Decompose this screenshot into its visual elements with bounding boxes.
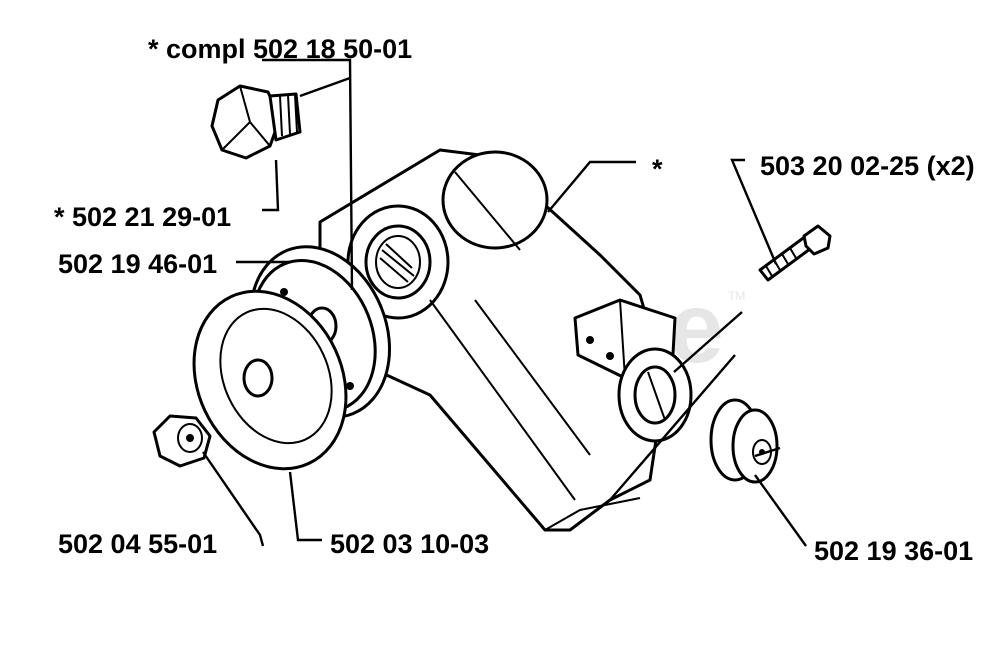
screw [758,224,832,282]
label-screws: 503 20 02-25 (x2) [760,151,975,181]
label-plug: * 502 21 29-01 [54,202,231,232]
label-flange: 502 19 46-01 [58,249,217,279]
label-compl: * compl 502 18 50-01 [148,34,412,64]
leader-lines [202,58,807,547]
label-housing-asterisk: * [652,154,663,184]
label-nut: 502 04 55-01 [58,529,217,559]
plug [210,84,302,160]
cap [709,398,779,484]
watermark-tm: TM [728,289,745,303]
disc [192,289,348,471]
label-cap: 502 19 36-01 [814,536,973,566]
nut [152,414,212,468]
label-disc: 502 03 10-03 [330,529,489,559]
